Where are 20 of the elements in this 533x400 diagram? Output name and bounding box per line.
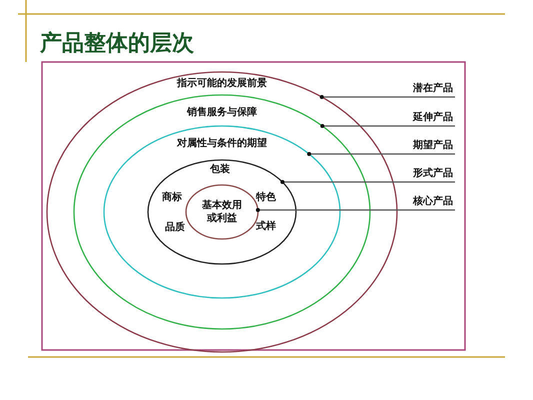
layer-attribute: 品质: [165, 220, 185, 234]
layer-name: 延伸产品: [413, 111, 453, 124]
slide-title: 产品整体的层次: [40, 29, 194, 58]
layer-attribute: 指示可能的发展前景: [177, 76, 267, 90]
layer-attribute: 销售服务与保障: [187, 106, 257, 118]
leader-line: [320, 124, 455, 128]
layer-name: 期望产品: [413, 139, 453, 152]
leader-line: [307, 152, 455, 156]
layer-name: 核心产品: [413, 195, 453, 208]
leader-line: [256, 208, 455, 212]
layer-attribute: 特色: [256, 190, 276, 204]
layer-attribute: 包装: [210, 162, 230, 176]
leader-line: [320, 95, 455, 99]
layer-attribute: 对属性与条件的期望: [177, 136, 267, 150]
layer-name: 潜在产品: [413, 82, 453, 95]
layer-attribute: 式样: [256, 220, 276, 232]
layer-name: 形式产品: [413, 167, 453, 180]
leader-line: [280, 180, 455, 184]
layer-attribute: 商标: [162, 190, 182, 204]
layer-attribute: 基本效用或利益: [201, 199, 243, 225]
